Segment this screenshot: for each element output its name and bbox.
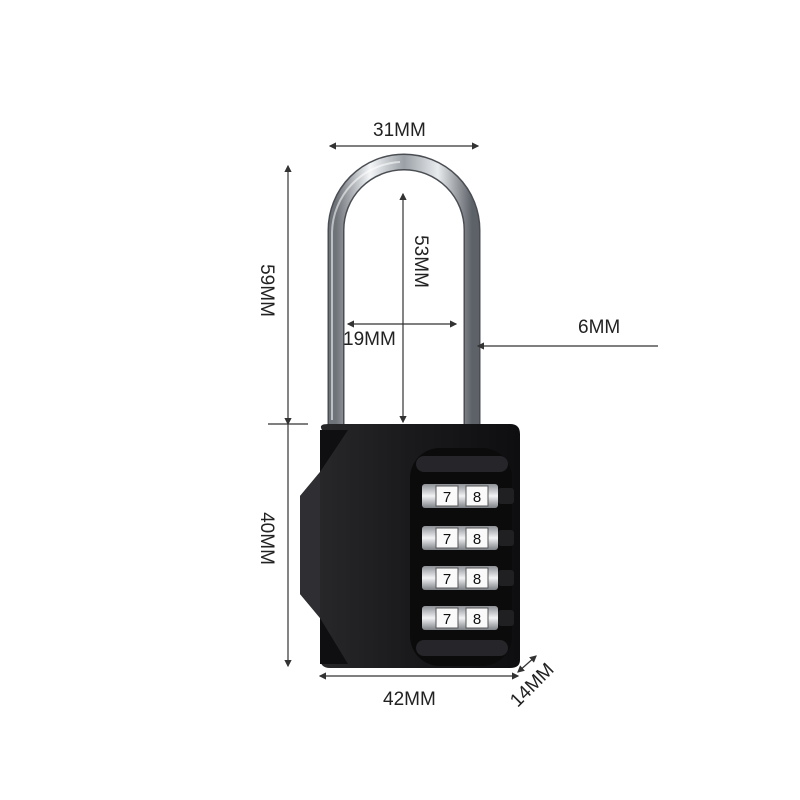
- dial-wheel[interactable]: [422, 484, 514, 508]
- dial-digit-left: 7: [443, 611, 451, 628]
- dial-digit-right: 8: [473, 489, 481, 506]
- combination-dials: [422, 484, 514, 630]
- dial-digit-left: 7: [443, 489, 451, 506]
- dial-wheel[interactable]: [422, 526, 514, 550]
- dial-digit-right: 8: [473, 531, 481, 548]
- dim-line-14mm: [517, 655, 537, 673]
- dim-label-total-height: 59MM: [255, 264, 277, 317]
- shackle: [327, 153, 481, 430]
- dim-label-shackle-diameter: 6MM: [578, 317, 621, 338]
- dial-digit-left: 7: [443, 531, 451, 548]
- dim-label-shackle-height: 53MM: [409, 235, 431, 288]
- dim-label-shackle-outer-width: 31MM: [373, 120, 426, 141]
- dim-label-shackle-inner-width: 19MM: [343, 329, 396, 350]
- dim-label-body-width: 42MM: [383, 689, 436, 710]
- dial-digit-left: 7: [443, 571, 451, 588]
- dial-wheel[interactable]: [422, 566, 514, 590]
- dial-wheel[interactable]: [422, 606, 514, 630]
- dimension-lines: [268, 142, 658, 680]
- dial-digit-right: 8: [473, 611, 481, 628]
- dial-digit-right: 8: [473, 571, 481, 588]
- dial-digits: 7 8 7 8 7 8 7 8: [443, 489, 481, 628]
- dim-label-body-height: 40MM: [255, 512, 277, 565]
